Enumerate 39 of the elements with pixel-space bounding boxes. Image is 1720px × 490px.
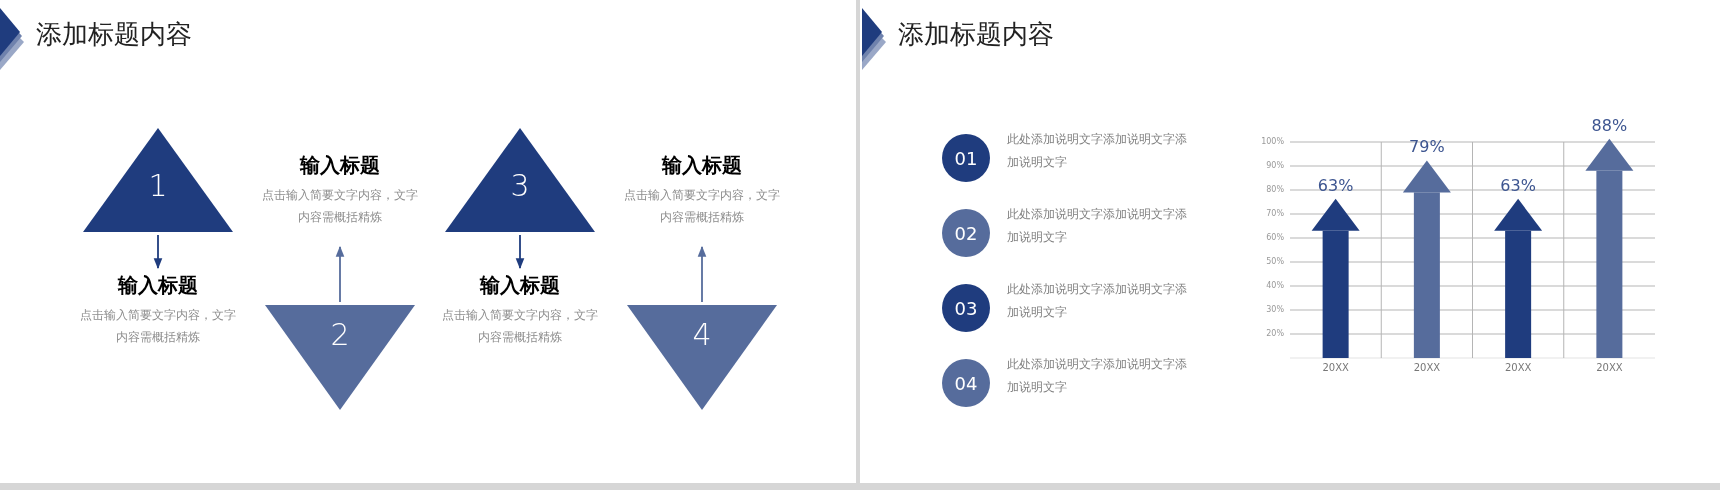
axis-tick-label: 90% bbox=[1265, 161, 1284, 171]
value-label: 63% bbox=[1499, 176, 1537, 195]
item-heading: 输入标题 bbox=[300, 152, 380, 179]
axis-tick-label: 60% bbox=[1265, 233, 1284, 243]
value-label: 63% bbox=[1316, 176, 1355, 195]
value-label: 88% bbox=[1590, 116, 1629, 135]
item-heading: 输入标题 bbox=[480, 272, 560, 299]
slide-title: 添加标题内容 bbox=[898, 18, 1054, 51]
axis-tick-label: 70% bbox=[1265, 209, 1284, 219]
axis-tick-label: 40% bbox=[1265, 281, 1284, 291]
category-label: 20XX bbox=[1412, 362, 1442, 374]
arrow bbox=[153, 234, 163, 270]
description-text: 此处添加说明文字添加说明文字添加说明文字 bbox=[1007, 356, 1188, 396]
axis-tick-label: 30% bbox=[1265, 305, 1284, 315]
step-number: 4 bbox=[692, 317, 712, 353]
arrow bbox=[515, 234, 525, 270]
step-number: 3 bbox=[510, 168, 530, 204]
step-number: 1 bbox=[148, 168, 168, 204]
description-text: 此处添加说明文字添加说明文字添加说明文字 bbox=[1007, 206, 1188, 246]
arrow bbox=[335, 245, 345, 303]
description-text: 此处添加说明文字添加说明文字添加说明文字 bbox=[1007, 131, 1188, 171]
item-body-text: 点击输入简要文字内容，文字内容需概括精炼 bbox=[261, 187, 419, 226]
description-text: 此处添加说明文字添加说明文字添加说明文字 bbox=[1007, 281, 1188, 321]
value-label: 79% bbox=[1408, 138, 1446, 157]
axis-tick-label: 20% bbox=[1265, 329, 1284, 339]
item-body-text: 点击输入简要文字内容，文字内容需概括精炼 bbox=[623, 187, 781, 226]
item-heading: 输入标题 bbox=[662, 152, 742, 179]
axis-tick-label: 100% bbox=[1260, 137, 1284, 147]
slide-title: 添加标题内容 bbox=[36, 18, 192, 51]
item-body-text: 点击输入简要文字内容，文字内容需概括精炼 bbox=[441, 307, 599, 346]
item-body-text: 点击输入简要文字内容，文字内容需概括精炼 bbox=[79, 307, 237, 346]
category-label: 20XX bbox=[1595, 362, 1624, 374]
item-heading: 输入标题 bbox=[118, 272, 198, 299]
arrow bbox=[697, 245, 707, 303]
step-number: 2 bbox=[330, 317, 350, 353]
axis-tick-label: 50% bbox=[1265, 257, 1284, 267]
category-label: 20XX bbox=[1321, 362, 1350, 374]
category-label: 20XX bbox=[1503, 362, 1533, 374]
axis-tick-label: 80% bbox=[1265, 185, 1284, 195]
